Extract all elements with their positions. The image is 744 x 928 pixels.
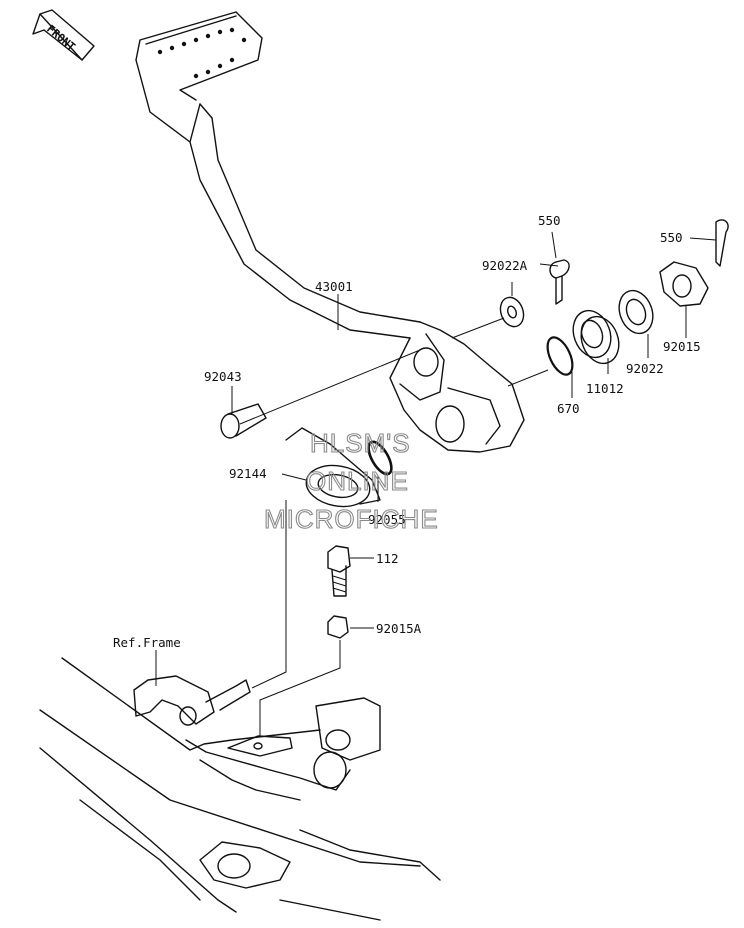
watermark-line-2: ONLINE xyxy=(306,466,409,496)
o-ring-92055 xyxy=(367,440,393,476)
cotter-pin-550-right xyxy=(715,219,729,267)
label-112: 112 xyxy=(376,551,399,566)
label-550-right: 550 xyxy=(660,230,683,245)
o-ring-670 xyxy=(546,336,574,376)
nut-92015A xyxy=(327,615,349,639)
label-92015: 92015 xyxy=(663,339,701,354)
frame-reference xyxy=(39,657,441,921)
watermark-line-3: MICROFICHE xyxy=(264,504,439,534)
label-92055: 92055 xyxy=(368,512,406,527)
front-arrow-badge: FRONT xyxy=(32,9,95,61)
pad-teeth xyxy=(157,27,247,79)
castle-nut-92015 xyxy=(659,261,709,307)
label-92144: 92144 xyxy=(229,466,267,481)
label-92022A: 92022A xyxy=(482,258,528,273)
spring-92144 xyxy=(285,427,381,508)
watermark: HLSM'S ONLINE MICROFICHE xyxy=(263,427,439,534)
label-92015A: 92015A xyxy=(376,621,422,636)
bolt-112 xyxy=(327,545,351,597)
brake-pedal-arm xyxy=(135,11,525,453)
watermark-line-1: HLSM'S xyxy=(310,428,411,458)
label-550-left: 550 xyxy=(538,213,561,228)
part-labels: 550 92022A 43001 92043 92144 92055 670 1… xyxy=(113,213,701,650)
label-43001: 43001 xyxy=(315,279,353,294)
washer-92022 xyxy=(618,289,654,335)
washer-92022A xyxy=(499,296,525,328)
oil-seal-11012 xyxy=(572,309,620,365)
leader-lines xyxy=(155,231,717,736)
cotter-pin-550-left xyxy=(549,259,570,305)
clevis-pin-92043 xyxy=(220,403,267,439)
label-11012: 11012 xyxy=(586,381,624,396)
label-ref-frame: Ref.Frame xyxy=(113,635,181,650)
label-670: 670 xyxy=(557,401,580,416)
label-92043: 92043 xyxy=(204,369,242,384)
label-92022: 92022 xyxy=(626,361,664,376)
